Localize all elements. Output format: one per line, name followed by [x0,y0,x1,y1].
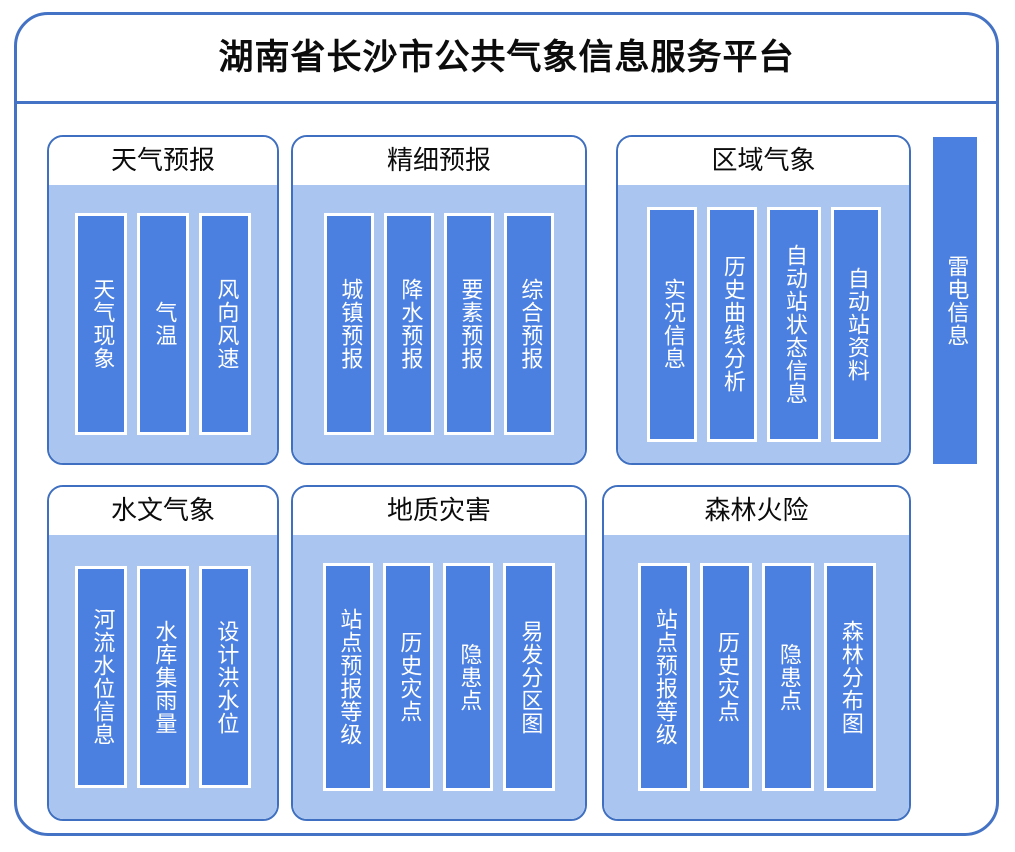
item-historical-curve-analysis[interactable]: 历史曲线分析 [706,206,757,442]
item-label: 历史灾点 [396,631,422,723]
item-label: 综合预报 [517,278,543,370]
item-label: 隐患点 [775,642,801,712]
item-label: 自动站状态信息 [781,243,807,405]
item-label: 雷电信息 [943,254,969,347]
item-label: 森林分布图 [837,619,863,735]
item-design-flood-level[interactable]: 设计洪水位 [199,566,251,788]
item-historical-disaster-points[interactable]: 历史灾点 [699,563,752,791]
lightning-info-bar[interactable]: 雷电信息 [933,137,977,464]
panel-title-fine-forecast: 精细预报 [386,146,491,176]
item-temperature[interactable]: 气温 [137,213,189,435]
panel-header-fine-forecast: 精细预报 [293,137,585,185]
item-precipitation-forecast[interactable]: 降水预报 [384,213,434,435]
item-label: 要素预报 [457,278,483,370]
item-label: 易发分区图 [517,619,543,735]
item-label: 河流水位信息 [89,608,115,746]
item-label: 实况信息 [659,278,685,370]
item-label: 历史曲线分析 [719,255,745,393]
item-station-forecast-level[interactable]: 站点预报等级 [637,563,690,791]
item-weather-phenomena[interactable]: 天气现象 [75,213,127,435]
item-river-water-level-info[interactable]: 河流水位信息 [75,566,127,788]
panel-header-hydro-met: 水文气象 [49,487,277,535]
panel-title-forest-fire: 森林火险 [704,496,809,526]
item-reservoir-rainfall[interactable]: 水库集雨量 [137,566,189,788]
panel-fine-forecast[interactable]: 精细预报 城镇预报 降水预报 要素预报 综合预报 [291,135,587,465]
item-label: 站点预报等级 [651,608,677,746]
item-label: 水库集雨量 [151,619,177,735]
page-title: 湖南省长沙市公共气象信息服务平台 [218,37,795,78]
item-label: 风向风速 [213,278,239,370]
platform-title-bar: 湖南省长沙市公共气象信息服务平台 [17,15,996,104]
platform-content: 天气预报 天气现象 气温 风向风速 精细预报 城镇预报 [17,107,996,836]
panel-body-hydro-met: 河流水位信息 水库集雨量 设计洪水位 [49,535,277,819]
panel-hydro-met[interactable]: 水文气象 河流水位信息 水库集雨量 设计洪水位 [47,485,279,821]
panel-body-fine-forecast: 城镇预报 降水预报 要素预报 综合预报 [293,185,585,463]
item-label: 城镇预报 [337,278,363,370]
item-label: 天气现象 [89,278,115,370]
panel-header-weather-forecast: 天气预报 [49,137,277,185]
panel-geo-hazard[interactable]: 地质灾害 站点预报等级 历史灾点 隐患点 易发分区图 [291,485,587,821]
item-hidden-danger-points[interactable]: 隐患点 [761,563,814,791]
panel-title-geo-hazard: 地质灾害 [386,496,491,526]
item-label: 自动站资料 [843,266,869,382]
item-auto-station-data[interactable]: 自动站资料 [830,206,881,442]
item-label: 站点预报等级 [336,608,362,746]
item-label: 历史灾点 [713,631,739,723]
panel-title-regional-met: 区域气象 [711,146,816,176]
panel-body-geo-hazard: 站点预报等级 历史灾点 隐患点 易发分区图 [293,535,585,819]
panel-body-forest-fire: 站点预报等级 历史灾点 隐患点 森林分布图 [604,535,909,819]
panel-forest-fire[interactable]: 森林火险 站点预报等级 历史灾点 隐患点 森林分布图 [602,485,911,821]
panel-title-weather-forecast: 天气预报 [110,146,215,176]
item-town-forecast[interactable]: 城镇预报 [324,213,374,435]
item-hidden-danger-points[interactable]: 隐患点 [443,563,493,791]
item-label: 气温 [151,301,177,347]
item-station-forecast-level[interactable]: 站点预报等级 [323,563,373,791]
item-live-information[interactable]: 实况信息 [646,206,697,442]
item-wind-direction-speed[interactable]: 风向风速 [199,213,251,435]
item-forest-distribution-map[interactable]: 森林分布图 [823,563,876,791]
item-label: 降水预报 [397,278,423,370]
panel-title-hydro-met: 水文气象 [110,496,215,526]
item-label: 设计洪水位 [213,619,239,735]
panel-body-regional-met: 实况信息 历史曲线分析 自动站状态信息 自动站资料 [618,185,909,463]
item-auto-station-status[interactable]: 自动站状态信息 [766,206,821,442]
panel-weather-forecast[interactable]: 天气预报 天气现象 气温 风向风速 [47,135,279,465]
platform-frame: 湖南省长沙市公共气象信息服务平台 天气预报 天气现象 气温 风向风速 精 [14,12,999,836]
item-element-forecast[interactable]: 要素预报 [444,213,494,435]
item-label: 隐患点 [456,642,482,712]
panel-header-forest-fire: 森林火险 [604,487,909,535]
panel-header-regional-met: 区域气象 [618,137,909,185]
panel-header-geo-hazard: 地质灾害 [293,487,585,535]
item-comprehensive-forecast[interactable]: 综合预报 [504,213,554,435]
item-prone-zoning-map[interactable]: 易发分区图 [503,563,555,791]
panel-regional-met[interactable]: 区域气象 实况信息 历史曲线分析 自动站状态信息 自动站资料 [616,135,911,465]
item-historical-disaster-points[interactable]: 历史灾点 [383,563,433,791]
panel-body-weather-forecast: 天气现象 气温 风向风速 [49,185,277,463]
